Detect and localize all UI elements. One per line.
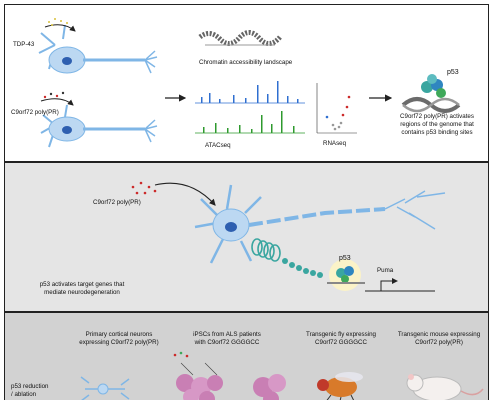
poly-pr-dots-top (43, 91, 65, 99)
panel-middle-graphics (131, 181, 446, 292)
label-activates-line-1: C9orf72 poly(PR) activates (400, 113, 474, 120)
neuron-small (80, 376, 130, 400)
label-rnaseq: RNAseq (323, 140, 347, 147)
label-tdp43: TDP-43 (13, 41, 35, 48)
label-chromatin: Chromatin accessibility landscape (199, 59, 293, 66)
label-model-1: Primary cortical neurons expressing C9or… (67, 331, 171, 347)
label-model-3: Transgenic fly expressing C9orf72 GGGGCC (291, 331, 391, 347)
label-puma: Puma (377, 267, 394, 274)
label-p53-reduction-line-1: p53 reduction (11, 383, 49, 390)
label-activates-line-3: contains p53 binding sites (401, 128, 473, 136)
atac-track-blue (195, 81, 305, 104)
fly-illustration (317, 372, 363, 400)
chromatin-illustration (198, 30, 282, 46)
label-model-3-line-1: Transgenic fly expressing (306, 331, 376, 338)
label-p53-activates-line-2: mediate neurodegeneration (44, 288, 120, 296)
neuron-1 (38, 24, 158, 74)
atac-track-green (195, 111, 305, 134)
panel-top: TDP-43 C9orf72 poly(PR) Chromatin access… (4, 4, 489, 162)
puma-gene (365, 278, 435, 292)
panel-top-graphics (38, 18, 461, 148)
label-c9orf72-top: C9orf72 poly(PR) (11, 109, 59, 116)
cell-cluster (253, 374, 286, 400)
p53-blob-middle (327, 259, 365, 291)
label-model-4-line-1: Transgenic mouse expressing (397, 331, 481, 338)
label-model-2-line-2: with C9orf72 GGGGCC (194, 338, 260, 346)
neuron-main (194, 184, 446, 264)
label-model-3-line-2: C9orf72 GGGGCC (315, 338, 367, 346)
panel-middle: C9orf72 poly(PR) p53 Puma p53 activates … (4, 162, 489, 312)
label-model-4-line-2: C9orf72 poly(PR) (415, 338, 463, 346)
p53-dna-illustration (401, 74, 461, 113)
arrow-tdp43 (44, 24, 76, 32)
rnaseq-volcano (316, 83, 357, 134)
arrow-c9-top (40, 98, 74, 106)
label-activates: C9orf72 poly(PR) activates regions of th… (389, 113, 485, 136)
panel-bottom-graphics (80, 351, 484, 400)
label-model-2-line-1: iPSCs from ALS patients (193, 331, 261, 338)
label-p53-reduction: p53 reduction / ablation (11, 383, 49, 399)
mouse-illustration (406, 374, 484, 400)
neuron-2 (40, 104, 158, 148)
label-model-4: Transgenic mouse expressing C9orf72 poly… (389, 331, 488, 347)
label-p53-reduction-line-2: / ablation (11, 390, 37, 398)
tdp43-dots (48, 18, 68, 26)
poly-pr-dots-middle (131, 181, 157, 195)
arrow-c9-middle (154, 182, 216, 206)
label-p53-activates-line-1: p53 activates target genes that (39, 281, 125, 288)
label-atacseq: ATACseq (205, 142, 231, 149)
panel-bottom: Primary cortical neurons expressing C9or… (4, 312, 489, 400)
label-model-1-line-1: Primary cortical neurons (85, 331, 153, 338)
dna-coil (251, 238, 281, 262)
label-c9orf72-middle: C9orf72 poly(PR) (93, 199, 141, 206)
label-model-2: iPSCs from ALS patients with C9orf72 GGG… (175, 331, 279, 347)
label-activates-line-2: regions of the genome that (400, 120, 474, 128)
ipsc-cluster (173, 351, 223, 400)
beads-chain (282, 258, 323, 278)
label-model-1-line-2: expressing C9orf72 poly(PR) (79, 338, 159, 346)
label-p53-middle: p53 (339, 255, 351, 262)
label-p53-top: p53 (447, 69, 459, 76)
label-p53-activates: p53 activates target genes that mediate … (27, 281, 137, 297)
